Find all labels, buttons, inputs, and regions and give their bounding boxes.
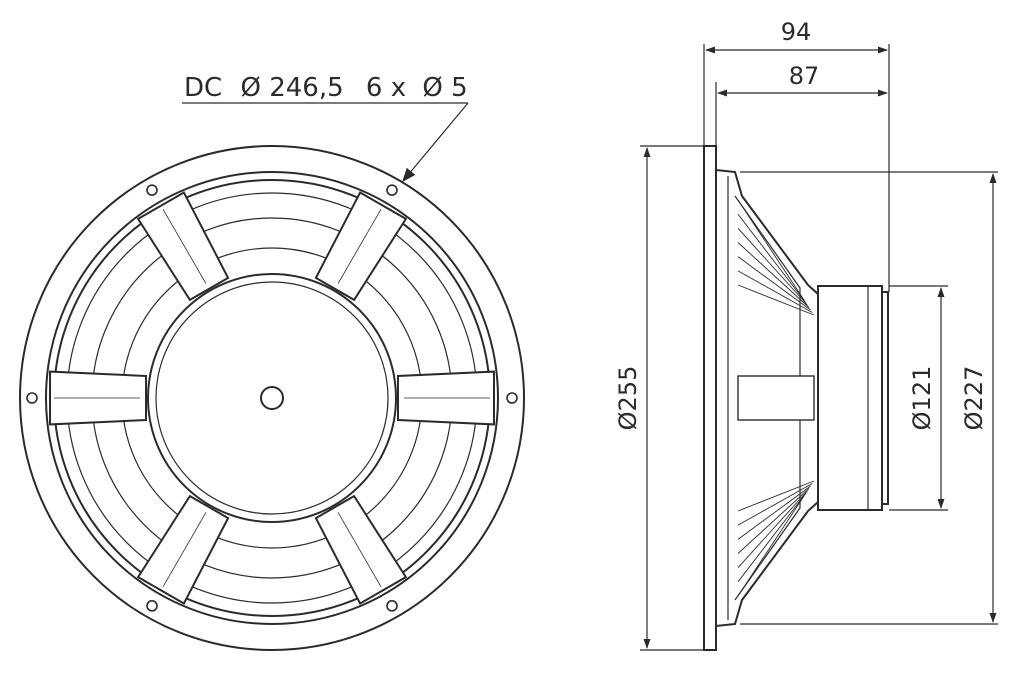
magnet-outer bbox=[147, 273, 397, 523]
dim-baffle-diameter: Ø227 bbox=[960, 366, 988, 431]
callout-hole-count: 6 x bbox=[366, 73, 406, 103]
basket-ribs bbox=[737, 199, 815, 597]
mounting-holes bbox=[26, 184, 518, 612]
callout-leader-arrow bbox=[402, 102, 469, 183]
basket-rib-line bbox=[737, 228, 808, 306]
spoke-center-line bbox=[337, 512, 382, 587]
mounting-hole bbox=[146, 184, 158, 196]
basket-outer-rim bbox=[19, 145, 525, 651]
basket-rib-line bbox=[737, 493, 807, 583]
basket-spokes bbox=[49, 191, 495, 605]
magnet-assembly bbox=[817, 285, 883, 511]
basket-rib-line bbox=[737, 485, 811, 540]
dim-magnet-diameter: Ø121 bbox=[908, 366, 936, 431]
basket-rib-line bbox=[737, 242, 810, 308]
basket-rib-line bbox=[737, 256, 811, 311]
basket-spoke bbox=[136, 494, 230, 605]
mounting-hole bbox=[386, 600, 398, 612]
back-plate bbox=[881, 291, 889, 505]
cone-ring-2 bbox=[121, 247, 423, 549]
spoke-center-line bbox=[162, 512, 207, 587]
basket-rib-line bbox=[737, 480, 815, 512]
basket-rib-line bbox=[737, 483, 813, 526]
diameter-symbol: Ø bbox=[240, 73, 260, 103]
mounting-hole bbox=[386, 184, 398, 196]
callout-circle-value: 246,5 bbox=[269, 73, 343, 103]
callout-text: DC Ø 246,5 6 x Ø 5 bbox=[184, 73, 468, 103]
mounting-hole bbox=[146, 600, 158, 612]
dim-overall-depth: 94 bbox=[781, 18, 812, 46]
basket-inner-rim bbox=[45, 171, 499, 625]
basket-rib-line bbox=[737, 213, 807, 303]
dim-depth-to-mounting: 87 bbox=[789, 62, 820, 90]
basket-rib-line bbox=[737, 199, 805, 301]
basket-spoke bbox=[314, 494, 408, 605]
callout-prefix: DC bbox=[184, 73, 222, 103]
dim-outer-diameter: Ø255 bbox=[614, 366, 642, 431]
dimensions: 94 87 Ø255 Ø227 Ø121 bbox=[614, 18, 998, 651]
basket-spoke bbox=[136, 191, 230, 302]
spoke-center-line bbox=[337, 209, 382, 284]
mounting-hole bbox=[506, 392, 518, 404]
magnet-inner bbox=[155, 281, 389, 515]
diameter-symbol: Ø bbox=[422, 73, 442, 103]
basket-rib-line bbox=[737, 270, 813, 313]
side-spoke bbox=[737, 375, 815, 421]
basket-rib-line bbox=[737, 284, 815, 316]
side-view bbox=[703, 145, 889, 651]
spoke-center-line bbox=[162, 209, 207, 284]
mounting-flange bbox=[703, 145, 717, 651]
center-pole-hole bbox=[260, 386, 284, 410]
basket-rib-line bbox=[737, 488, 810, 554]
callout-hole-value: 5 bbox=[451, 73, 468, 103]
basket-rib-line bbox=[737, 495, 805, 597]
mounting-hole bbox=[26, 392, 38, 404]
basket-rib-line bbox=[737, 490, 808, 568]
front-view: DC Ø 246,5 6 x Ø 5 bbox=[19, 73, 525, 651]
basket-spoke bbox=[314, 191, 408, 302]
